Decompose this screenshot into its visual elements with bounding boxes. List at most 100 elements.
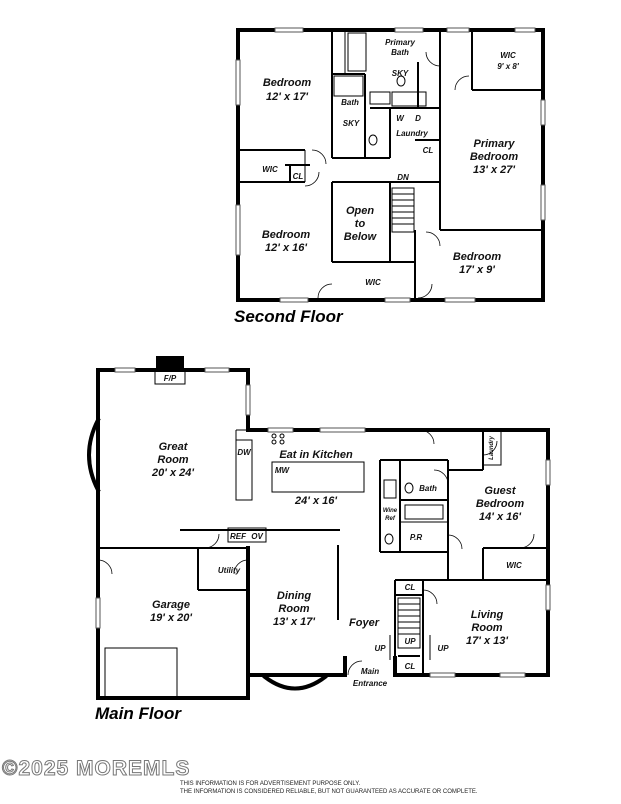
guest-bedroom-size: 14' x 16' xyxy=(479,511,521,523)
window xyxy=(499,672,526,678)
window xyxy=(384,297,411,303)
kitchen-counter xyxy=(235,439,253,501)
great-room-label-2: Room xyxy=(157,454,188,466)
door-swing xyxy=(311,149,327,165)
bedroom-sw-name: Bedroom xyxy=(262,229,311,241)
stairs-main-floor xyxy=(397,597,421,649)
disclaimer-line-2: THE INFORMATION IS CONSIDERED RELIABLE, … xyxy=(180,789,478,795)
window xyxy=(235,204,241,256)
open-below-label-1: Open xyxy=(346,205,374,217)
toilet-icon xyxy=(396,75,406,87)
open-below-label-2: to xyxy=(355,218,366,230)
disclaimer: THIS INFORMATION IS FOR ADVERTISEMENT PU… xyxy=(180,780,478,796)
door-swing xyxy=(204,533,220,549)
laundry-label: Laundry xyxy=(396,129,428,138)
cooktop-icon xyxy=(271,433,277,439)
window xyxy=(279,297,309,303)
main-floor-title: Main Floor xyxy=(95,704,182,723)
window xyxy=(114,367,136,373)
bath-label: Bath xyxy=(341,98,359,107)
main-entrance-door xyxy=(347,660,363,676)
door-swing xyxy=(422,589,438,605)
primary-bedroom-label-1: Primary xyxy=(474,138,516,150)
watermark: ©2025 MOREMLS xyxy=(1,757,191,781)
window xyxy=(545,584,551,611)
closet-label: CL xyxy=(293,172,304,181)
main-floor-plan: F/P Great Room 20' x 24' DW Eat in Kitch… xyxy=(87,356,551,723)
door-swing xyxy=(97,559,113,575)
door-swing xyxy=(447,534,463,550)
foyer-label: Foyer xyxy=(349,617,380,629)
window xyxy=(274,27,304,33)
kitchen-island xyxy=(271,461,365,493)
door-swing xyxy=(417,283,433,299)
door-swing xyxy=(233,559,249,575)
primary-bath-label-2: Bath xyxy=(391,48,409,57)
wic-ne-name: WIC xyxy=(500,51,516,60)
door-swing xyxy=(419,429,435,445)
garage-parking-outline xyxy=(104,647,178,699)
main-entrance-label-2: Entrance xyxy=(353,679,388,688)
stairs-up-label: UP xyxy=(437,644,449,653)
closet-label: CL xyxy=(405,662,416,671)
window xyxy=(394,27,424,33)
stairs-up-label: UP xyxy=(404,637,416,646)
stairs-up-label: UP xyxy=(374,644,386,653)
garage-size: 19' x 20' xyxy=(150,612,192,624)
second-floor-plan: Bedroom 12' x 17' Primary Bath SKY WIC 9… xyxy=(234,27,546,326)
skylight-label: SKY xyxy=(392,69,409,78)
oven-label: OV xyxy=(251,532,263,541)
stairs-down-label: DN xyxy=(397,173,409,182)
garage-name: Garage xyxy=(152,599,190,611)
window xyxy=(514,27,536,33)
window xyxy=(245,384,251,416)
window xyxy=(540,184,546,221)
wine-ref-label-1: Wine xyxy=(383,508,398,514)
living-room-label-2: Room xyxy=(471,622,502,634)
fireplace-label: F/P xyxy=(164,374,177,383)
window xyxy=(446,27,470,33)
guest-bedroom-label-2: Bedroom xyxy=(476,498,525,510)
toilet-icon xyxy=(384,533,394,545)
closet-label: CL xyxy=(405,583,416,592)
living-room-label-1: Living xyxy=(471,609,504,621)
stairs-second-floor xyxy=(391,187,415,233)
bath-label: Bath xyxy=(419,484,437,493)
wic-w-label: WIC xyxy=(262,165,278,174)
wic-ne-size: 9' x 8' xyxy=(497,62,520,71)
bedroom-se-size: 17' x 9' xyxy=(459,264,495,276)
open-below-label-3: Below xyxy=(344,231,378,243)
bedroom-nw-name: Bedroom xyxy=(263,77,312,89)
laundry-label: Laundry xyxy=(489,436,495,460)
wine-ref-label-2: Ref xyxy=(385,516,396,522)
door-swing xyxy=(454,75,470,91)
door-swing xyxy=(482,440,498,456)
refrigerator-label: REF xyxy=(230,532,247,541)
window xyxy=(444,297,476,303)
window xyxy=(235,59,241,106)
window xyxy=(319,427,366,433)
sink-icon xyxy=(383,479,397,499)
wic-label: WIC xyxy=(506,561,522,570)
primary-bath-label-1: Primary xyxy=(385,38,415,47)
main-entrance-label-1: Main xyxy=(361,667,379,676)
fireplace-icon xyxy=(156,356,184,370)
guest-bedroom-label-1: Guest xyxy=(484,485,517,497)
bedroom-nw-size: 12' x 17' xyxy=(266,91,308,103)
window xyxy=(267,427,294,433)
vanity-icon xyxy=(369,91,391,105)
shower-icon xyxy=(404,504,444,520)
door-swing xyxy=(317,283,333,299)
door-swing xyxy=(425,231,441,247)
window xyxy=(204,367,230,373)
primary-bedroom-label-2: Bedroom xyxy=(470,151,519,163)
bedroom-sw-size: 12' x 16' xyxy=(265,242,307,254)
eat-in-kitchen-name: Eat in Kitchen xyxy=(279,449,353,461)
disclaimer-line-1: THIS INFORMATION IS FOR ADVERTISEMENT PU… xyxy=(180,781,361,787)
bedroom-se-name: Bedroom xyxy=(453,251,502,263)
window xyxy=(545,459,551,486)
closet-label: CL xyxy=(423,146,434,155)
utility-label: Utility xyxy=(218,566,241,575)
living-room-size: 17' x 13' xyxy=(466,635,508,647)
